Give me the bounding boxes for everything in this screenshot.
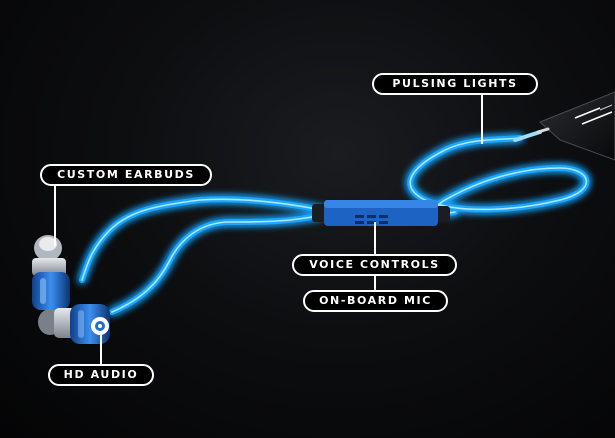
custom-earbud-left (32, 235, 70, 310)
pulsing-lights-leader (481, 94, 483, 144)
callout-custom-earbuds: CUSTOM EARBUDS (40, 164, 212, 186)
callout-connector (374, 276, 376, 290)
custom-earbuds-leader (54, 186, 56, 246)
callout-on-board-mic: ON-BOARD MIC (303, 290, 448, 312)
smartphone (539, 91, 615, 161)
callout-hd-audio: HD AUDIO (48, 364, 154, 386)
glowing-cable (79, 127, 590, 315)
callout-pulsing-lights: PULSING LIGHTS (372, 73, 538, 95)
voice-controls-leader (374, 222, 376, 254)
hd-audio-leader (100, 334, 102, 364)
voice-control-box (312, 200, 450, 226)
callout-voice-controls: VOICE CONTROLS (292, 254, 457, 276)
